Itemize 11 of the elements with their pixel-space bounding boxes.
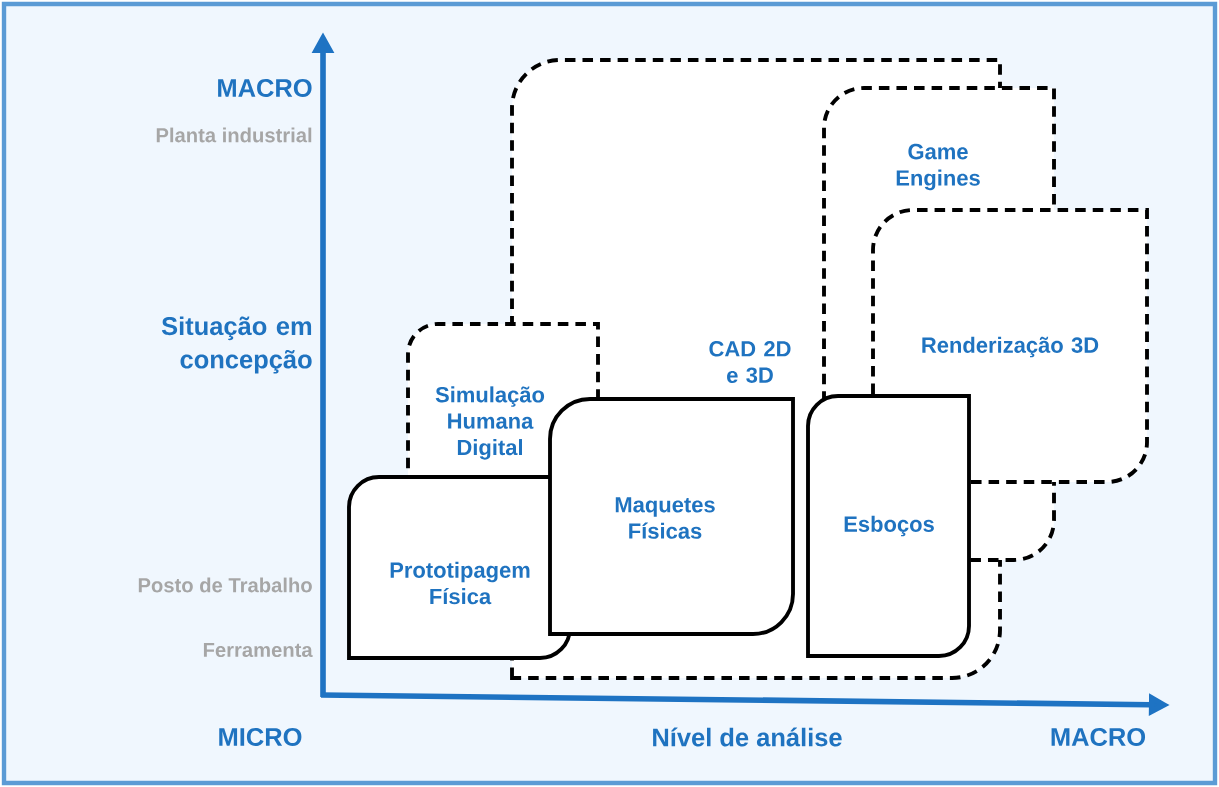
- solid-box: Prototipagem Física: [347, 475, 572, 660]
- level-label: Ferramenta: [203, 642, 313, 658]
- solid-box: Esboços: [806, 394, 971, 658]
- level-label: Posto de Trabalho: [138, 577, 312, 593]
- axis-label: Situação em concepção: [161, 316, 312, 374]
- axis-label: Nível de análise: [653, 727, 842, 747]
- axis-label: MICRO: [219, 727, 302, 746]
- axis-label: MACRO: [218, 78, 312, 97]
- level-label: Planta industrial: [156, 127, 312, 143]
- solid-box: Maquetes Físicas: [548, 397, 795, 636]
- axis-label: MACRO: [1051, 727, 1146, 746]
